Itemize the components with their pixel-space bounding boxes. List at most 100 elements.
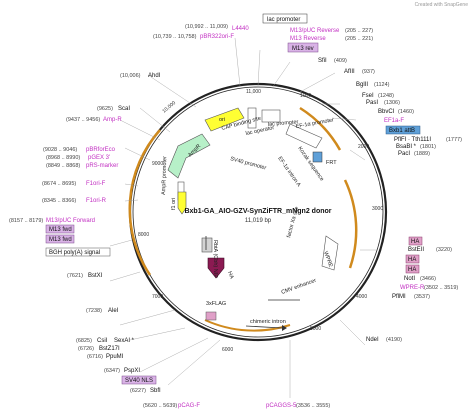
pflfi-label: PflFI · Tth111I bbox=[394, 137, 431, 143]
fsei-label: FseI bbox=[362, 93, 374, 99]
pcaggs5-label: pCAGGS-5 bbox=[266, 403, 297, 409]
f1-ori-feature: f1 ori bbox=[171, 191, 187, 215]
prs-marker-pos: (8849 .. 8868) bbox=[46, 163, 80, 169]
cmv-enhancer-label: CMV enhancer bbox=[281, 278, 318, 296]
bsteii-pos: (3220) bbox=[436, 247, 452, 253]
ha-box-3: HA bbox=[405, 264, 420, 274]
ori-feature: ori bbox=[204, 107, 245, 132]
m13-reverse-pos: (205 .. 221) bbox=[345, 36, 373, 42]
plasmid-name: Bxb1-GA_AIO-GZV-SynZiFTR_mNgn2 donor bbox=[184, 208, 331, 215]
orange-arc-left bbox=[128, 129, 161, 276]
ampr-promoter-label: AmpR promoter bbox=[161, 156, 168, 195]
ahdi-pos: (10,006) bbox=[120, 73, 141, 79]
scai-pos: (9625) bbox=[97, 106, 113, 112]
sv40-promoter-feature bbox=[261, 109, 281, 123]
bxb1-attb-label: Bxb1 attB bbox=[389, 128, 415, 134]
wpre-feature bbox=[321, 235, 339, 271]
wpre-r-pos: (3502 .. 3519) bbox=[424, 285, 458, 291]
ahdi-label: AhdI bbox=[148, 73, 161, 79]
orange-arc-top bbox=[299, 106, 342, 151]
ppumi-pos: (6716) bbox=[87, 354, 103, 360]
sbfi-pos: (6227) bbox=[130, 388, 146, 394]
pgex3-pos: (8968 .. 8990) bbox=[46, 155, 80, 161]
orange-arc-right bbox=[343, 179, 358, 269]
tick-8000: 8000 bbox=[138, 232, 149, 238]
noti-label: NotI bbox=[404, 276, 415, 282]
lac-promoter-label: lac promoter bbox=[267, 17, 300, 23]
lac-promoter-inner-label: lac promoter bbox=[268, 119, 299, 128]
f1ori-f-pos: (8674 .. 8695) bbox=[42, 181, 76, 187]
tick-7000: 7000 bbox=[152, 294, 163, 300]
csii-label: CsiI bbox=[97, 338, 108, 344]
bxb1-attb-box: Bxb1 attB bbox=[385, 125, 421, 135]
fsei-pos: (1248) bbox=[378, 93, 394, 99]
bglii-label: BglII bbox=[356, 82, 368, 88]
ef1a-promoter-feature bbox=[285, 123, 323, 149]
sv40-nls-box: SV40 NLS bbox=[121, 375, 157, 385]
chimeric-intron-arrow bbox=[245, 325, 287, 331]
m13-fwd-1-label: M13 fwd bbox=[49, 227, 72, 233]
pflfi-pos: (1777) bbox=[446, 137, 462, 143]
f1-ori-label: f1 ori bbox=[171, 198, 177, 210]
tick-6000: 6000 bbox=[222, 347, 233, 353]
crimson-arrow-feature bbox=[207, 257, 225, 279]
ha-2-label: HA bbox=[408, 257, 416, 263]
pbr322ori-pos: (10,739 .. 10,758) bbox=[153, 34, 197, 40]
ampr-feature: AmpR bbox=[167, 133, 211, 179]
sfii-label: SfiI bbox=[318, 58, 327, 64]
m13-reverse-label: M13 Reverse bbox=[290, 36, 326, 42]
bsabi-pos: (1801) bbox=[420, 144, 436, 150]
bgh-polya-box: BGH poly(A) signal bbox=[45, 247, 111, 257]
ha-box-2: HA bbox=[405, 254, 420, 264]
f1ori-f-label: F1ori-F bbox=[86, 181, 106, 187]
pasi-label: PasI bbox=[366, 100, 378, 106]
tick-11000: 11,000 bbox=[246, 89, 261, 95]
sexai-label: SexAI * bbox=[114, 338, 135, 344]
pcag-f-label: pCAG-F bbox=[178, 403, 200, 409]
snapgene-brand: Created with SnapGene bbox=[414, 2, 468, 8]
m13-fwd-box-2: M13 fwd bbox=[45, 234, 75, 244]
tick-2000: 2000 bbox=[358, 144, 369, 150]
m13puc-rev-pos: (205 .. 227) bbox=[345, 28, 373, 34]
grey-block-feature bbox=[201, 237, 213, 253]
kozak-label: Kozak sequence bbox=[296, 146, 324, 183]
ampr-primer-label: Amp-R bbox=[103, 117, 122, 123]
pspxi-label: PspXI bbox=[124, 368, 140, 374]
m13-rev-box: M13 rev bbox=[287, 42, 319, 53]
pasi-pos: (1306) bbox=[384, 100, 400, 106]
lac-promoter-box: lac promoter bbox=[262, 13, 308, 24]
bsteii-label: BstEII bbox=[408, 247, 424, 253]
ef1a-f-label: EF1a-F bbox=[384, 118, 404, 124]
pbrforeco-pos: (9028 .. 9046) bbox=[43, 147, 77, 153]
tick-10000: 10,000 bbox=[161, 100, 177, 115]
f1ori-r-pos: (8345 .. 8366) bbox=[42, 198, 76, 204]
pflmi-pos: (3537) bbox=[414, 294, 430, 300]
ha-inner-label: HA bbox=[226, 271, 234, 281]
pflmi-label: PflMI bbox=[392, 294, 406, 300]
pcag-f-pos: (5620 .. 5639) bbox=[143, 403, 177, 409]
flag-feature bbox=[205, 311, 217, 321]
l4440-pos: (10,992 .. 11,009) bbox=[185, 24, 228, 30]
m13puc-rev-label: M13/pUC Reverse bbox=[290, 28, 340, 34]
ef1a-intron-label: EF-1α intron A bbox=[276, 156, 301, 189]
flag-label: 3xFLAG bbox=[206, 301, 226, 307]
pcaggs5-pos: (3536 .. 3555) bbox=[296, 403, 330, 409]
paci-pos: (1889) bbox=[414, 151, 430, 157]
pspxi-pos: (6347) bbox=[104, 368, 120, 374]
bbvci-pos: (1460) bbox=[398, 109, 414, 115]
sv40-promoter-label: SV40 promoter bbox=[229, 156, 266, 171]
ha-box-1: HA bbox=[408, 236, 423, 246]
frt-feature bbox=[312, 151, 323, 163]
plasmid-size: 11,019 bp bbox=[245, 218, 272, 224]
chimeric-intron-label: chimeric intron bbox=[250, 319, 286, 325]
ndei-label: NdeI bbox=[366, 337, 379, 343]
bgh-polya-label: BGH poly(A) signal bbox=[49, 250, 100, 256]
tick-1000: 1000 bbox=[300, 93, 311, 99]
afliii-label: AfIII bbox=[344, 69, 355, 75]
bstxi-label: BstXI bbox=[88, 273, 103, 279]
ndei-pos: (4190) bbox=[386, 337, 402, 343]
scai-label: ScaI bbox=[118, 106, 130, 112]
lac-operator-label: lac operator bbox=[245, 125, 275, 137]
alei-pos: (7238) bbox=[86, 308, 102, 314]
ori-label: ori bbox=[219, 117, 225, 123]
